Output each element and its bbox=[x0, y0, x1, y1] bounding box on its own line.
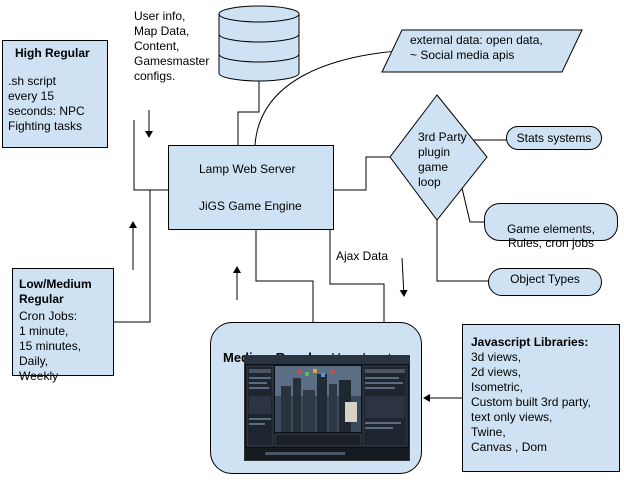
game-elements-pill: Game elements, Rules, cron jobs bbox=[484, 203, 618, 250]
low-medium-connector bbox=[114, 190, 151, 323]
plugin-objects-connector bbox=[436, 220, 490, 282]
low-medium-regular-title: Low/Medium Regular bbox=[19, 277, 92, 306]
server-line1: Lamp Web Server bbox=[199, 162, 296, 176]
high-regular-body: .sh script every 15 seconds: NPC Fightin… bbox=[8, 74, 85, 133]
server-plugin-connector bbox=[334, 156, 390, 191]
external-data-shape bbox=[381, 29, 583, 73]
server-line2: JiGS Game Engine bbox=[199, 199, 302, 213]
database-icon bbox=[218, 5, 300, 82]
js-libraries-box: Javascript Libraries: 3d views, 2d views… bbox=[462, 324, 620, 472]
server-user-input-connector-right bbox=[329, 230, 385, 322]
high-regular-title: High Regular bbox=[15, 46, 90, 60]
low-medium-regular-body: Cron Jobs: 1 minute, 15 minutes, Daily, … bbox=[19, 309, 82, 383]
server-box: Lamp Web Server JiGS Game Engine bbox=[168, 145, 334, 230]
database-caption: User info, Map Data, Content, Gamesmaste… bbox=[134, 9, 210, 83]
plugin-elements-connector bbox=[461, 187, 486, 223]
ajax-data-label: Ajax Data bbox=[336, 249, 389, 263]
plugin-label: 3rd Party plugin game loop bbox=[418, 130, 467, 189]
arrow-down-ajax bbox=[399, 257, 408, 297]
high-regular-connector bbox=[133, 120, 168, 191]
stats-systems-pill: Stats systems bbox=[506, 126, 602, 150]
database-connector bbox=[237, 80, 260, 145]
external-data-label: external data: open data, ~ Social media… bbox=[410, 33, 543, 62]
object-types-label: Object Types bbox=[510, 272, 580, 286]
game-elements-label: Game elements, Rules, cron jobs bbox=[506, 222, 596, 250]
game-screenshot-image bbox=[245, 356, 409, 460]
js-libraries-body: 3d views, 2d views, Isometric, Custom bu… bbox=[471, 350, 591, 454]
js-libraries-title: Javascript Libraries: bbox=[471, 335, 589, 349]
stats-systems-label: Stats systems bbox=[516, 131, 592, 145]
server-user-input-connector-left bbox=[255, 230, 314, 322]
external-data-curve bbox=[254, 49, 411, 146]
object-types-pill: Object Types bbox=[488, 268, 602, 296]
high-regular-box: High Regular .sh script every 15 seconds… bbox=[2, 40, 108, 148]
game-screenshot bbox=[244, 355, 410, 461]
low-medium-regular-box: Low/Medium Regular Cron Jobs: 1 minute, … bbox=[12, 268, 114, 383]
